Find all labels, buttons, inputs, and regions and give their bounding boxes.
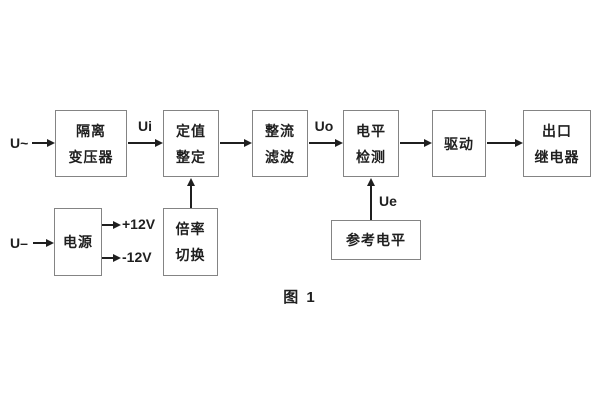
block-rectifier-filter-line2: 滤波	[265, 148, 295, 165]
block-level-detector-line1: 电平	[356, 122, 386, 139]
block-ratio-switch-line2: 切换	[175, 247, 206, 263]
arrow-power-supply-minus-12v	[102, 254, 121, 261]
label-ue: Ue	[379, 193, 397, 209]
label-dc-input: U–	[10, 235, 28, 251]
label-plus-12v: +12V	[122, 216, 156, 232]
block-reference-level: 参考电平	[331, 220, 421, 260]
block-level-detector: 电平 检测	[343, 110, 399, 177]
arrow-isolation-transformer-to-value-setting	[128, 139, 163, 146]
block-rectifier-filter: 整流 滤波	[252, 110, 308, 177]
block-power-supply-line1: 电源	[63, 234, 93, 250]
arrow-level-detector-to-driver	[400, 139, 432, 146]
block-ratio-switch: 倍率 切换	[163, 208, 218, 276]
block-power-supply: 电源	[54, 208, 102, 276]
block-output-relay-line2: 继电器	[534, 148, 580, 165]
arrow-dc-input-to-power-supply	[33, 239, 54, 246]
label-minus-12v: -12V	[122, 249, 152, 265]
block-output-relay: 出口 继电器	[523, 110, 591, 177]
arrow-reference-level-to-level-detector	[367, 178, 374, 220]
block-isolation-transformer: 隔离 变压器	[55, 110, 127, 177]
block-ratio-switch-line1: 倍率	[175, 221, 206, 237]
block-value-setting: 定值 整定	[163, 110, 219, 177]
block-driver: 驱动	[432, 110, 486, 177]
arrow-rectifier-filter-to-level-detector	[309, 139, 343, 146]
block-reference-level-line1: 参考电平	[346, 232, 406, 248]
block-value-setting-line2: 整定	[176, 148, 206, 165]
arrow-driver-to-output-relay	[487, 139, 523, 146]
block-output-relay-line1: 出口	[542, 122, 572, 139]
figure-caption: 图 1	[283, 289, 317, 306]
block-isolation-transformer-line1: 隔离	[76, 122, 106, 139]
block-driver-line1: 驱动	[444, 135, 474, 152]
arrow-ac-input-to-isolation-transformer	[32, 139, 55, 146]
label-uo: Uo	[314, 118, 334, 134]
label-ac-input: U~	[10, 135, 29, 151]
block-rectifier-filter-line1: 整流	[265, 122, 295, 139]
block-level-detector-line2: 检测	[356, 148, 386, 165]
label-ui: Ui	[138, 118, 152, 134]
block-isolation-transformer-line2: 变压器	[68, 148, 114, 165]
arrow-ratio-switch-to-value-setting	[187, 178, 194, 208]
arrow-power-supply-plus-12v	[102, 221, 121, 228]
block-value-setting-line1: 定值	[176, 122, 206, 139]
arrow-value-setting-to-rectifier-filter	[220, 139, 252, 146]
